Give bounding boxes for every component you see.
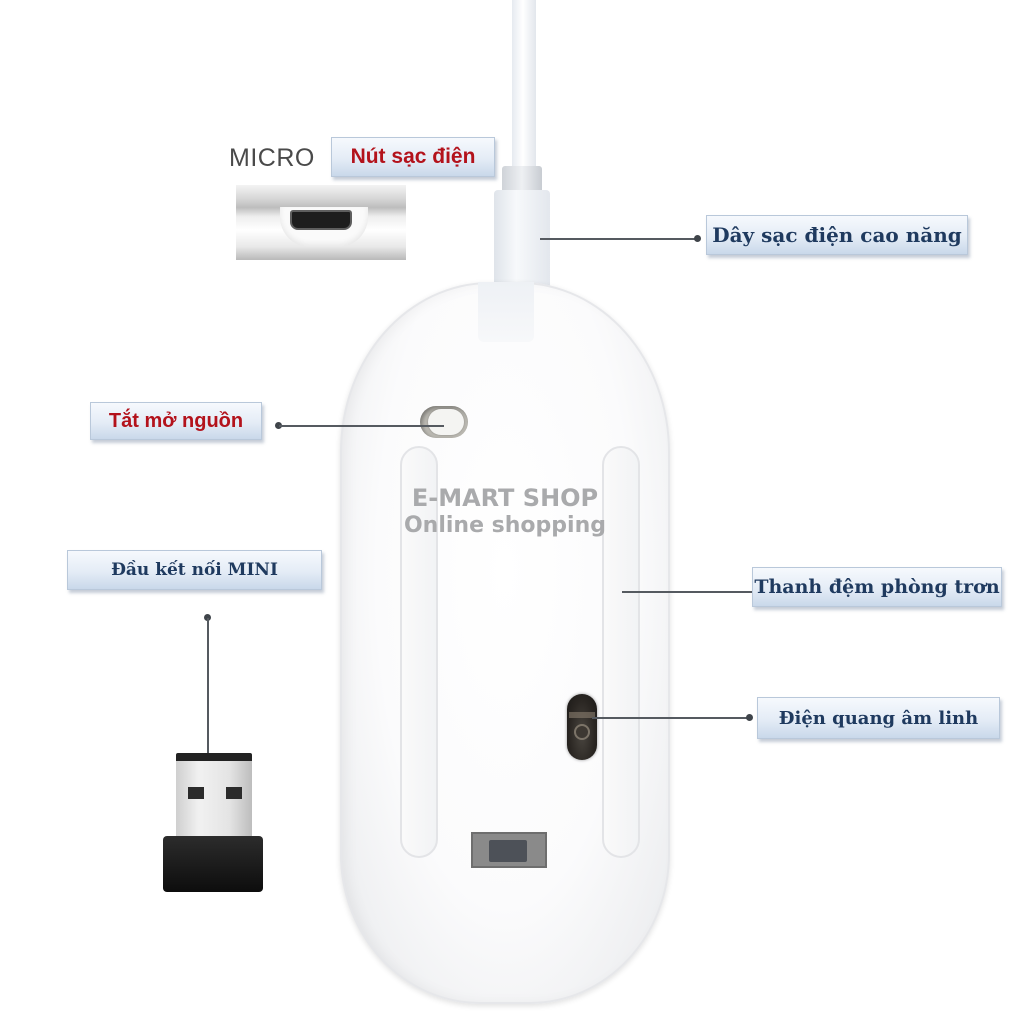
leader-dot-receiver [204, 614, 211, 621]
callout-charging-cable: Dây sạc điện cao năng [706, 215, 968, 255]
watermark-line2: Online shopping [403, 513, 606, 538]
callout-charge-port-text: Nút sạc điện [350, 145, 476, 168]
leader-line-power [279, 425, 444, 427]
cable-plug [494, 190, 550, 295]
callout-optical-sensor: Điện quang âm linh [757, 697, 1000, 739]
leader-line-pads [622, 591, 754, 593]
micro-usb-port-photo [236, 185, 406, 260]
cable-collar [502, 166, 542, 192]
leader-dot-cable [694, 235, 701, 242]
leader-dot-power [275, 422, 282, 429]
usb-receiver-connector [176, 753, 252, 845]
power-switch-knob [428, 409, 464, 435]
callout-slide-pads-text: Thanh đệm phòng trơn [754, 576, 1000, 598]
callout-slide-pads: Thanh đệm phòng trơn [752, 567, 1002, 607]
power-switch [420, 406, 468, 438]
callout-mini-receiver-text: Đầu kết nối MINI [111, 560, 278, 580]
slide-pad-left [400, 446, 438, 858]
usb-contact-hole [226, 787, 242, 799]
leader-line-cable [540, 238, 700, 240]
usb-contact-hole [188, 787, 204, 799]
charging-cable [512, 0, 536, 170]
watermark-line1: E-MART SHOP [411, 484, 599, 512]
leader-line-sensor [592, 717, 752, 719]
micro-usb-hole [290, 210, 352, 230]
mouse-port-notch [478, 282, 534, 342]
slide-pad-right [602, 446, 640, 858]
sensor-band [569, 712, 595, 718]
micro-label: MICRO [229, 144, 315, 172]
callout-charge-port: Nút sạc điện [331, 137, 495, 177]
usb-receiver-body [163, 836, 263, 892]
callout-power-switch-text: Tắt mở nguồn [108, 409, 244, 432]
leader-dot-sensor [746, 714, 753, 721]
optical-sensor [567, 694, 597, 760]
callout-mini-receiver: Đầu kết nối MINI [67, 550, 322, 590]
sensor-lens [574, 724, 590, 740]
battery-slot [471, 832, 547, 868]
callout-charging-cable-text: Dây sạc điện cao năng [712, 223, 962, 247]
callout-optical-sensor-text: Điện quang âm linh [778, 707, 979, 729]
battery-slot-inner [489, 840, 527, 862]
leader-line-receiver [207, 618, 209, 768]
callout-power-switch: Tắt mở nguồn [90, 402, 262, 440]
mouse-body: E-MART SHOP Online shopping [340, 282, 670, 1004]
